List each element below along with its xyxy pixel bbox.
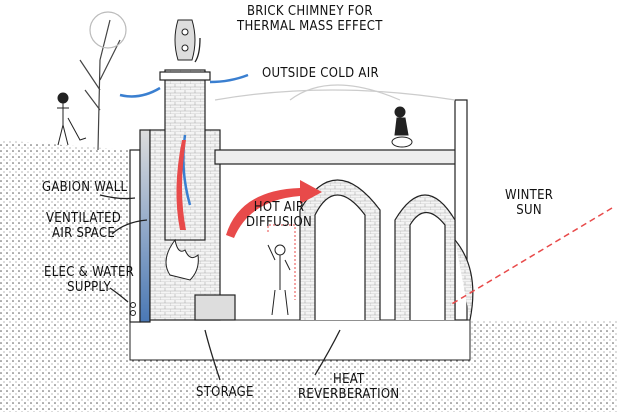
label-heat-reverberation: HEAT REVERBERATION <box>298 372 399 402</box>
label-storage: STORAGE <box>196 385 254 400</box>
label-hot-air-line1: HOT AIR <box>253 200 305 215</box>
label-pointers <box>99 37 341 381</box>
house-structure <box>129 69 474 323</box>
label-chimney: BRICK CHIMNEY FOR THERMAL MASS EFFECT <box>237 4 383 34</box>
label-elec-line2: SUPPLY <box>67 280 111 295</box>
chimney-sculpture <box>174 19 196 61</box>
label-chimney-line1: BRICK CHIMNEY FOR <box>246 4 373 19</box>
label-winter-line1: WINTER <box>505 188 554 203</box>
label-winter-line2: SUN <box>516 203 542 218</box>
person-showering <box>267 224 296 316</box>
label-elec-line1: ELEC & WATER <box>44 265 135 280</box>
label-hot-air: HOT AIR DIFFUSION <box>246 200 312 230</box>
person-on-roof <box>391 106 413 148</box>
label-chimney-line2: THERMAL MASS EFFECT <box>237 19 383 34</box>
label-gabion-wall: GABION WALL <box>42 180 128 195</box>
label-hot-air-line2: DIFFUSION <box>246 215 312 230</box>
label-cold-air: OUTSIDE COLD AIR <box>262 66 379 81</box>
label-ventilated-line1: VENTILATED <box>46 211 122 226</box>
label-ventilated-line2: AIR SPACE <box>52 226 116 241</box>
sun-ray-arrow <box>449 207 613 306</box>
label-heat-line2: REVERBERATION <box>298 387 400 402</box>
label-winter-sun: WINTER SUN <box>505 188 553 218</box>
label-heat-line1: HEAT <box>332 372 365 387</box>
utility-pipes <box>130 302 136 316</box>
person-walking-dog <box>57 92 87 146</box>
fire-icon <box>165 238 199 281</box>
label-elec-water: ELEC & WATER SUPPLY <box>44 265 134 295</box>
label-ventilated: VENTILATED AIR SPACE <box>46 211 121 241</box>
hot-air-arrows <box>176 140 322 238</box>
tree <box>79 11 127 151</box>
